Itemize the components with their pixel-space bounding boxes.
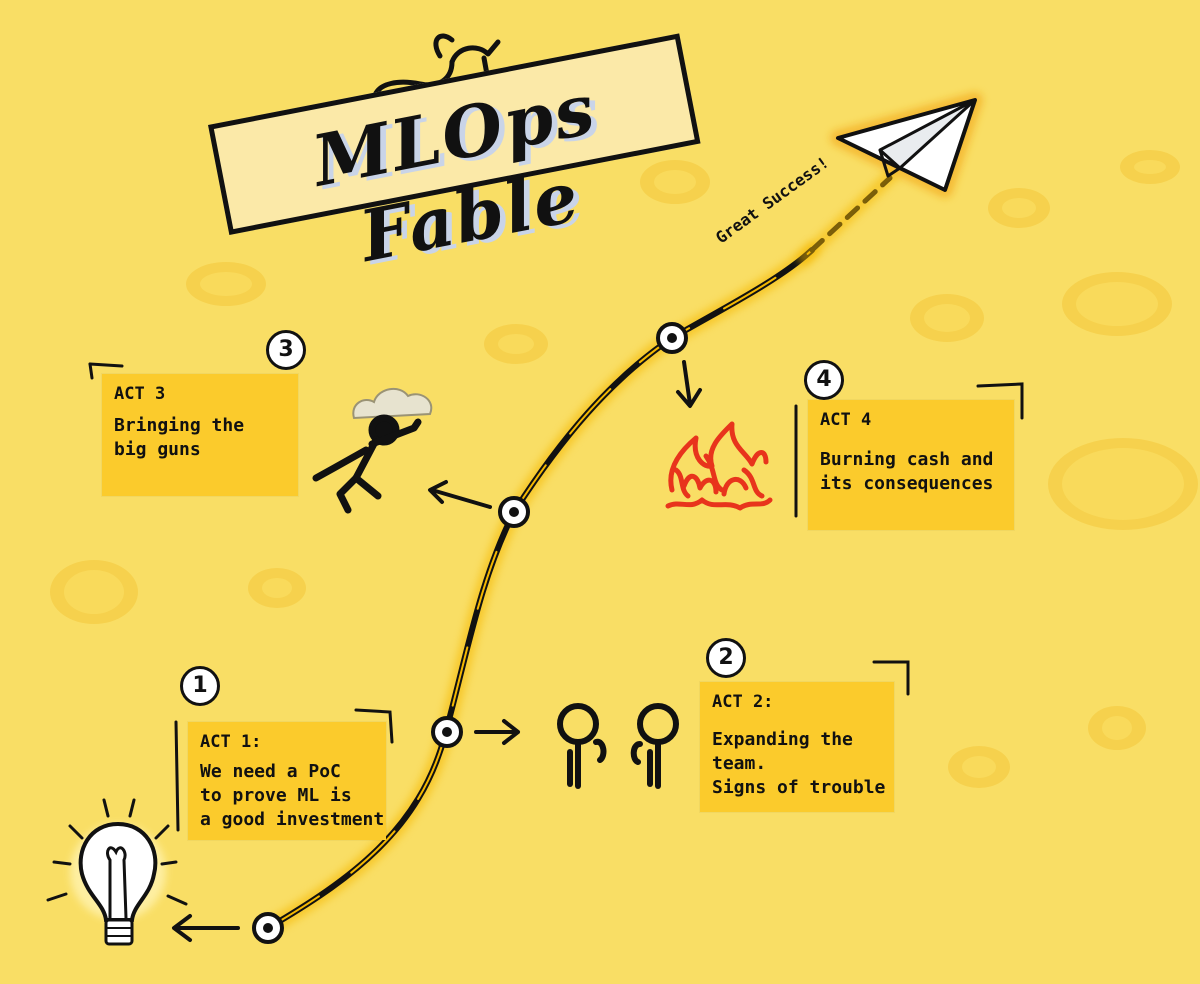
background-blob — [988, 188, 1050, 228]
background-blob — [484, 324, 548, 364]
act-4-badge: 4 — [804, 360, 844, 400]
fire-icon — [665, 421, 773, 511]
background-blob — [948, 746, 1010, 788]
background-blob — [1088, 706, 1146, 750]
background-blob — [1048, 438, 1198, 530]
lightbulb-icon — [46, 798, 188, 946]
background-blob — [640, 160, 710, 204]
act-3-note: ACT 3 Bringing the big guns — [102, 374, 298, 496]
act-2-heading: ACT 2: — [712, 692, 774, 712]
act-3-heading: ACT 3 — [114, 384, 166, 404]
act-2-badge: 2 — [706, 638, 746, 678]
arrow-icon — [172, 360, 702, 942]
cloud-icon — [352, 387, 433, 420]
two-people-icon — [557, 703, 679, 789]
act-2-text: Expanding the team. Signs of trouble — [712, 729, 886, 798]
act-2-note: ACT 2: Expanding the team. Signs of trou… — [700, 682, 894, 812]
act-1-heading: ACT 1: — [200, 732, 262, 752]
background-blob — [1120, 150, 1180, 184]
act-1-note: ACT 1: We need a PoC to prove ML is a go… — [188, 722, 386, 840]
act-1-badge: 1 — [180, 666, 220, 706]
paper-plane-icon — [830, 92, 983, 198]
act-4-note: ACT 4 Burning cash and its consequences — [808, 400, 1014, 530]
background-blob — [1062, 272, 1172, 336]
act-1-text: We need a PoC to prove ML is a good inve… — [200, 761, 385, 830]
act-3-text: Bringing the big guns — [114, 415, 245, 460]
act-4-heading: ACT 4 — [820, 410, 872, 430]
background-blob — [910, 294, 984, 342]
act-4-text: Burning cash and its consequences — [820, 449, 994, 494]
act-3-badge: 3 — [266, 330, 306, 370]
flying-hero-icon — [312, 414, 422, 514]
background-blob — [50, 560, 138, 624]
background-blob — [248, 568, 306, 608]
background-blob — [186, 262, 266, 306]
